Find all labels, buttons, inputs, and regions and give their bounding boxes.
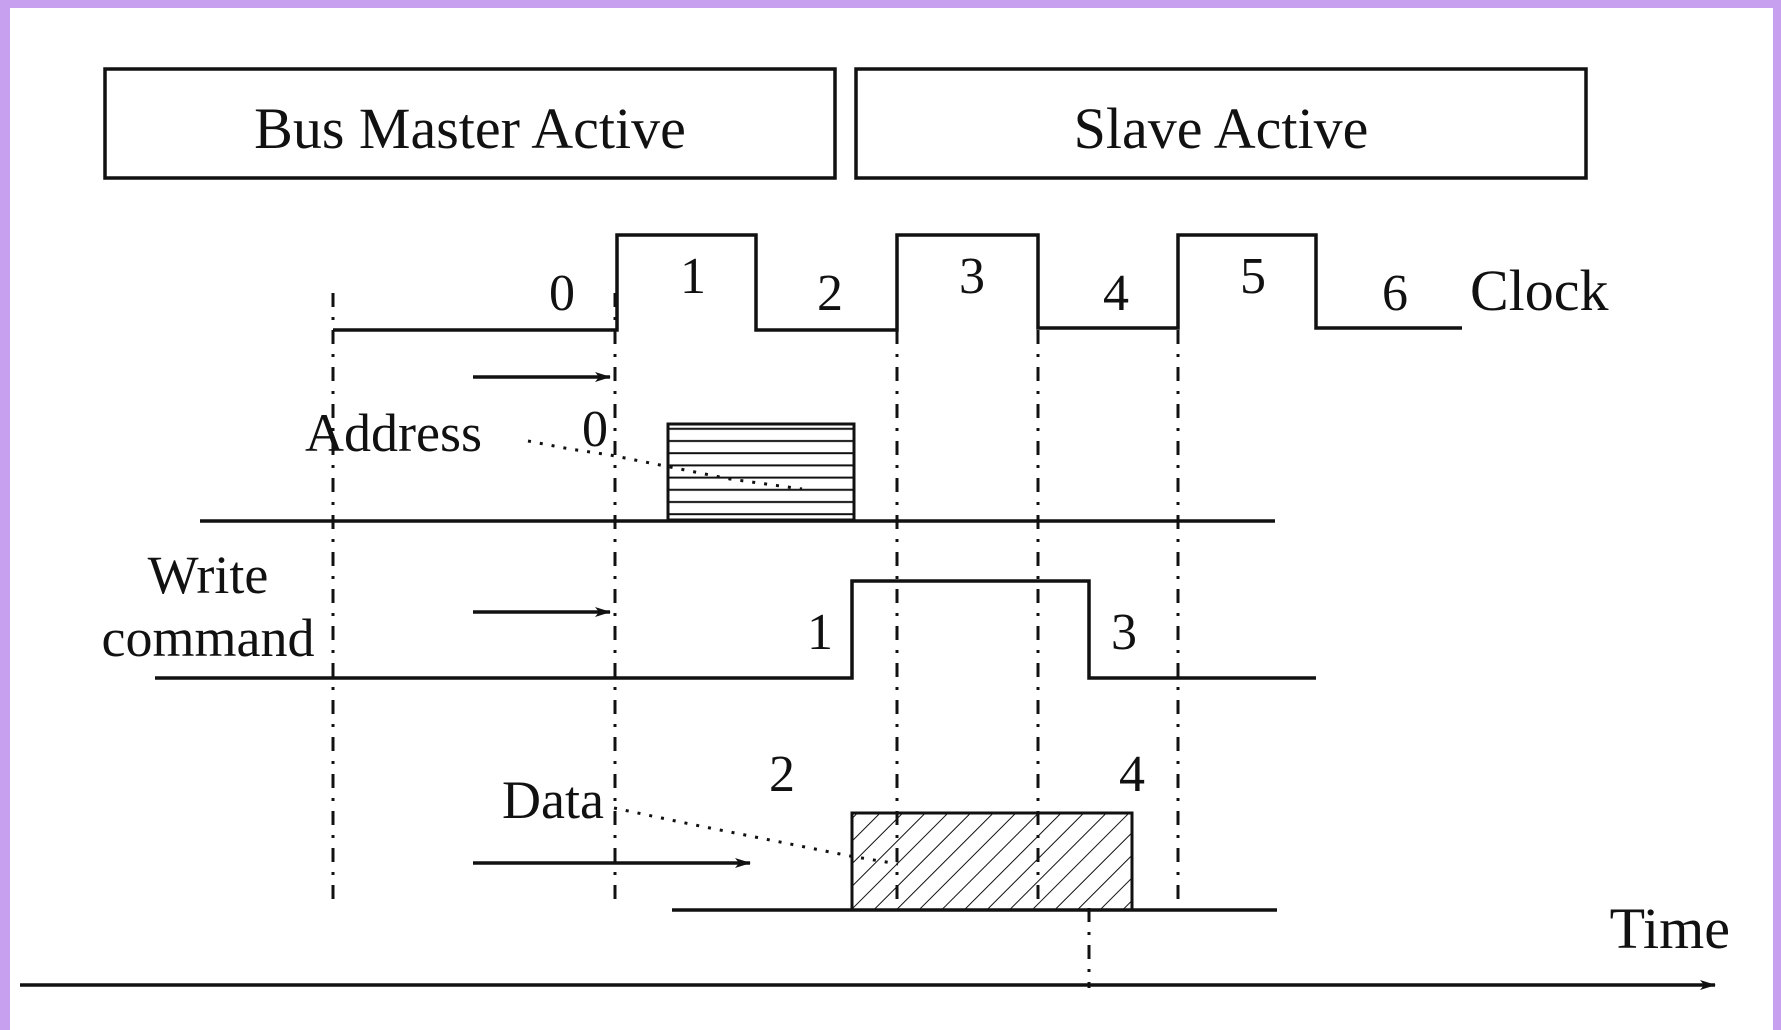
write-event-end: 3 (1111, 604, 1137, 661)
bus-master-box-outline (103, 67, 837, 180)
data-signal: 2 4 Data (473, 746, 1277, 912)
clock-cycle-5: 5 (1240, 248, 1266, 305)
data-valid-block (850, 811, 1134, 912)
diagram-frame: Bus Master Active Slave Active 0 1 2 3 4… (10, 8, 1773, 1030)
address-signal: Address 0 (200, 372, 1275, 523)
write-waveform (155, 579, 1316, 680)
write-label-line2: command (102, 608, 315, 668)
address-label: Address (305, 403, 482, 463)
clock-cycle-0: 0 (549, 265, 575, 322)
clock-cycle-1: 1 (680, 248, 706, 305)
clock-signal: 0 1 2 3 4 5 6 Clock (333, 233, 1609, 332)
time-axis-label: Time (1610, 896, 1730, 961)
write-event-start: 1 (807, 604, 833, 661)
bus-timing-diagram: Bus Master Active Slave Active 0 1 2 3 4… (20, 67, 1730, 990)
write-label-line1: Write (148, 545, 269, 605)
slave-active-box: Slave Active (854, 67, 1588, 180)
clock-edge-guides (331, 293, 1180, 988)
address-event-0: 0 (582, 401, 608, 458)
address-valid-block (666, 422, 856, 522)
clock-cycle-3: 3 (959, 248, 985, 305)
time-axis: Time (20, 896, 1730, 990)
clock-cycle-2: 2 (817, 265, 843, 322)
clock-label: Clock (1470, 258, 1609, 323)
clock-waveform (333, 233, 1462, 332)
clock-cycle-4: 4 (1103, 265, 1129, 322)
bus-master-active-box: Bus Master Active (103, 67, 837, 180)
write-command-signal: Write command 1 3 (102, 545, 1316, 680)
data-event-end: 4 (1119, 746, 1145, 803)
clock-cycle-6: 6 (1382, 265, 1408, 322)
slave-label: Slave Active (1074, 96, 1369, 161)
data-event-start: 2 (769, 746, 795, 803)
slave-box-outline (854, 67, 1588, 180)
bus-master-label: Bus Master Active (254, 96, 686, 161)
data-label: Data (502, 770, 604, 830)
